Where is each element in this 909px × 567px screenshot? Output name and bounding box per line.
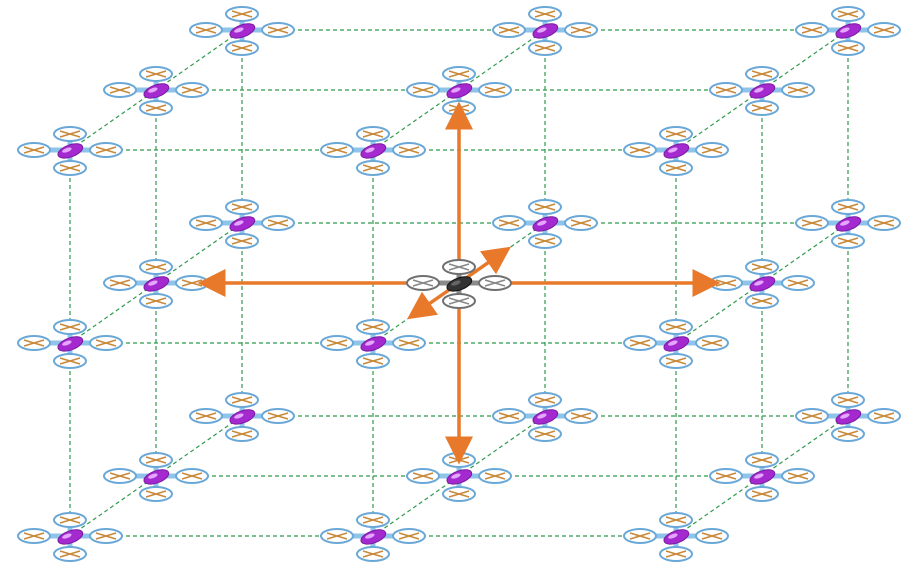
grid-line-depth xyxy=(675,282,763,344)
quadcopter-drone-icon xyxy=(492,199,598,249)
grid-line-depth xyxy=(155,29,243,91)
quadcopter-drone-icon xyxy=(709,259,815,309)
drone-nodes xyxy=(17,6,901,562)
quadcopter-drone-icon xyxy=(406,452,512,502)
quadcopter-drone-icon xyxy=(795,392,901,442)
grid-line-depth xyxy=(458,415,546,477)
quadcopter-drone-icon xyxy=(623,512,729,562)
grid-line-depth xyxy=(761,29,849,91)
quadcopter-drone-icon xyxy=(623,126,729,176)
quadcopter-drone-icon xyxy=(17,512,123,562)
grid-line-depth xyxy=(69,282,157,344)
quadcopter-drone-icon xyxy=(492,392,598,442)
quadcopter-drone-icon xyxy=(17,319,123,369)
grid-line-depth xyxy=(372,89,460,151)
grid-line-depth xyxy=(69,89,157,151)
quadcopter-drone-icon xyxy=(795,6,901,56)
quadcopter-drone-icon xyxy=(320,319,426,369)
quadcopter-drone-gray-icon xyxy=(406,259,512,309)
quadcopter-drone-icon xyxy=(320,126,426,176)
quadcopter-drone-icon xyxy=(623,319,729,369)
quadcopter-drone-icon xyxy=(103,66,209,116)
quadcopter-drone-icon xyxy=(492,6,598,56)
grid-line-depth xyxy=(458,29,546,91)
quadcopter-drone-icon xyxy=(17,126,123,176)
quadcopter-drone-icon xyxy=(189,199,295,249)
grid-line-depth xyxy=(372,475,460,537)
grid-line-depth xyxy=(155,415,243,477)
quadcopter-drone-icon xyxy=(795,199,901,249)
quadcopter-drone-icon xyxy=(189,6,295,56)
quadcopter-drone-icon xyxy=(709,452,815,502)
center-drone xyxy=(406,259,512,309)
grid-line-depth xyxy=(761,222,849,284)
quadcopter-drone-icon xyxy=(189,392,295,442)
grid-line-depth xyxy=(155,222,243,284)
quadcopter-drone-icon xyxy=(709,66,815,116)
grid-line-depth xyxy=(69,475,157,537)
quadcopter-drone-icon xyxy=(320,512,426,562)
quadcopter-drone-icon xyxy=(103,259,209,309)
grid-line-depth xyxy=(675,475,763,537)
quadcopter-drone-icon xyxy=(406,66,512,116)
grid-line-depth xyxy=(761,415,849,477)
quadcopter-drone-icon xyxy=(103,452,209,502)
grid-line-depth xyxy=(675,89,763,151)
